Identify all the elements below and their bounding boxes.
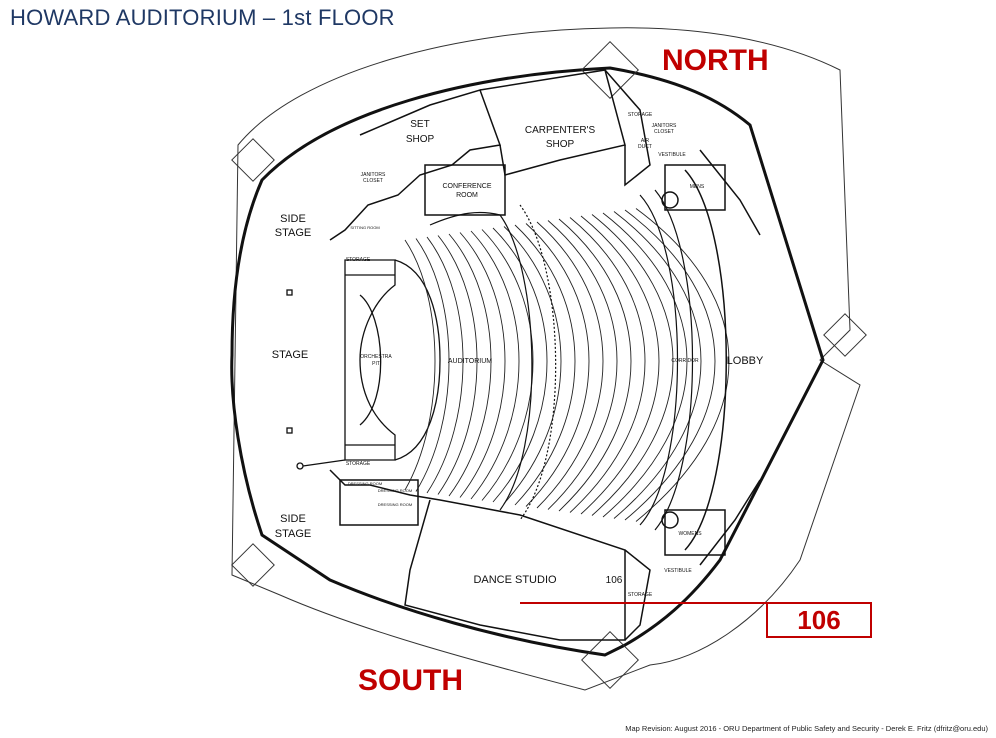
seating-row: [459, 232, 506, 498]
dance-studio-label: DANCE STUDIO: [473, 574, 557, 586]
seating-row: [404, 239, 436, 491]
storage-ne-label: STORAGE: [628, 112, 653, 118]
outer-wall: [230, 66, 825, 657]
seating-row: [613, 211, 702, 519]
seating-row: [415, 238, 450, 492]
south-rooms: [329, 469, 651, 641]
sitting-room-label: SITTING ROOM: [350, 225, 379, 230]
seating-row: [503, 226, 562, 504]
seating-row: [536, 221, 604, 509]
svg-text:SHOP: SHOP: [406, 134, 435, 145]
seating-row: [547, 220, 618, 510]
seating-row: [569, 217, 646, 513]
aisles: [429, 189, 694, 531]
orchestra-pit-label: ORCHESTRA: [360, 354, 392, 360]
room-106-inline: 106: [606, 575, 623, 586]
carpenter-shop-label: CARPENTER'S: [525, 125, 596, 136]
seating-row: [580, 215, 660, 515]
storage-se-label: STORAGE: [628, 592, 653, 598]
conference-room-label: CONFERENCE: [442, 183, 491, 190]
womens-room-label: WOMENS: [678, 531, 702, 537]
highlight-room-number: 106: [766, 602, 872, 638]
corridor-label: CORRIDOR: [671, 358, 699, 364]
storage-stage-south-label: STORAGE: [346, 461, 371, 467]
seating-row: [437, 235, 478, 495]
svg-text:STAGE: STAGE: [275, 227, 311, 239]
seating-row: [525, 223, 590, 507]
north-label: NORTH: [662, 44, 769, 77]
lobby-walls: [661, 149, 761, 566]
side-stage-south-label: SIDE: [280, 513, 306, 525]
svg-text:CLOSET: CLOSET: [363, 178, 383, 184]
seating-row: [481, 229, 534, 501]
seating-row: [591, 214, 674, 516]
seating-row: [492, 227, 548, 503]
dressing-room-1-label: DRESSING ROOM: [348, 481, 382, 486]
svg-text:STAGE: STAGE: [275, 528, 311, 540]
vestibule-north-label: VESTIBULE: [658, 152, 686, 158]
janitor-closet-ne-label: JANITORS: [652, 123, 677, 129]
auditorium-label: AUDITORIUM: [448, 358, 492, 365]
stage-area: [286, 259, 441, 470]
mens-room-label: MENS: [690, 184, 705, 190]
dressing-room-3-label: DRESSING ROOM: [378, 502, 412, 507]
page-title: HOWARD AUDITORIUM – 1st FLOOR: [10, 5, 395, 30]
south-label: SOUTH: [358, 664, 463, 697]
seating-row: [624, 209, 716, 521]
vestibule-south-label: VESTIBULE: [664, 568, 692, 574]
north-rooms: [329, 69, 651, 241]
lobby-label: LOBBY: [727, 355, 764, 367]
room-labels: SET SHOP CARPENTER'S SHOP CONFERENCE ROO…: [272, 112, 764, 598]
seating-row: [470, 230, 520, 500]
side-stage-north-label: SIDE: [280, 213, 306, 225]
seating-row: [635, 208, 730, 522]
air-duct-label: AIR: [641, 138, 650, 144]
seating-rows: [404, 208, 730, 522]
svg-text:ROOM: ROOM: [456, 192, 478, 199]
set-shop-label: SET: [410, 119, 429, 130]
svg-text:SHOP: SHOP: [546, 139, 575, 150]
svg-text:CLOSET: CLOSET: [654, 129, 674, 135]
storage-stage-north-label: STORAGE: [346, 257, 371, 263]
seating-row: [602, 212, 688, 518]
footer-credit: Map Revision: August 2016 - ORU Departme…: [625, 724, 988, 733]
seating-row: [558, 218, 632, 512]
seating-row: [448, 233, 492, 497]
janitor-closet-north-label: JANITORS: [361, 172, 386, 178]
corner-markers: [231, 41, 867, 689]
stage-label: STAGE: [272, 349, 308, 361]
svg-text:PIT: PIT: [372, 361, 380, 367]
svg-text:DUCT: DUCT: [638, 144, 652, 150]
seating-row: [426, 236, 464, 494]
site-boundary: [231, 27, 861, 691]
dressing-room-2-label: DRESSING ROOM: [378, 488, 412, 493]
